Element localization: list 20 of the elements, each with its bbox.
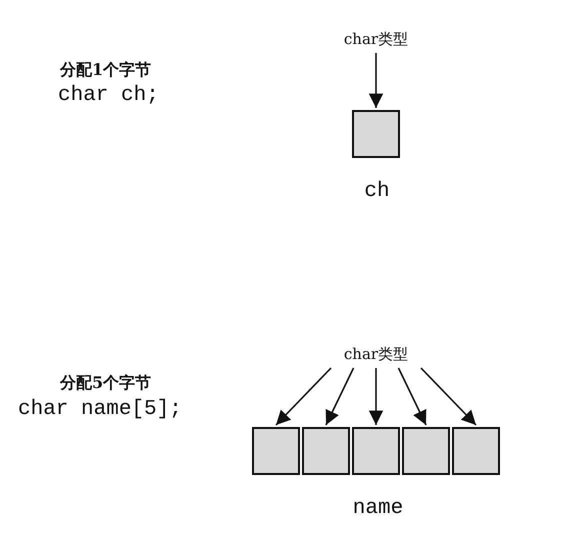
arrow [368,53,384,108]
arrow [398,368,427,426]
memory-cell [452,427,500,475]
memory-cell [302,427,350,475]
code-line: char name[5]; [18,398,182,421]
arrow [325,368,354,426]
arrow [275,367,332,426]
allocation-note: 分配1个字节 [60,60,152,81]
memory-cell [252,427,300,475]
variable-name: ch [364,180,390,203]
arrow [368,368,384,425]
variable-name: name [352,497,404,520]
arrow [420,367,477,426]
memory-cell [352,110,400,158]
code-line: char ch; [58,84,159,107]
allocation-note: 分配5个字节 [60,373,152,394]
memory-cell [402,427,450,475]
type-label: char类型 [344,345,408,364]
memory-cell [352,427,400,475]
type-label: char类型 [344,30,408,49]
